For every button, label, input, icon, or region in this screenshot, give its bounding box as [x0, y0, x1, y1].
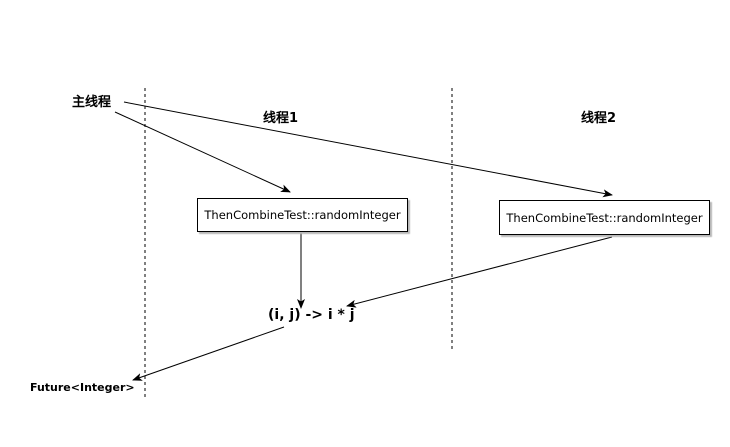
arrow-main-to-thread2-task [123, 101, 613, 198]
arrow-thread2-task-to-combine [346, 236, 613, 308]
thread2-task-box: ThenCombineTest::randomInteger [499, 200, 710, 235]
result-type-label: Future<Integer> [30, 381, 135, 394]
arrow-combine-to-result [132, 326, 285, 381]
thread1-label: 线程1 [263, 111, 299, 126]
arrow-main-to-thread1-task [114, 111, 291, 193]
combine-function-label: (i, j) -> i * j [268, 307, 355, 323]
thread1-task-box: ThenCombineTest::randomInteger [197, 198, 408, 232]
thread2-label: 线程2 [581, 111, 617, 126]
main-thread-label: 主线程 [72, 95, 112, 110]
